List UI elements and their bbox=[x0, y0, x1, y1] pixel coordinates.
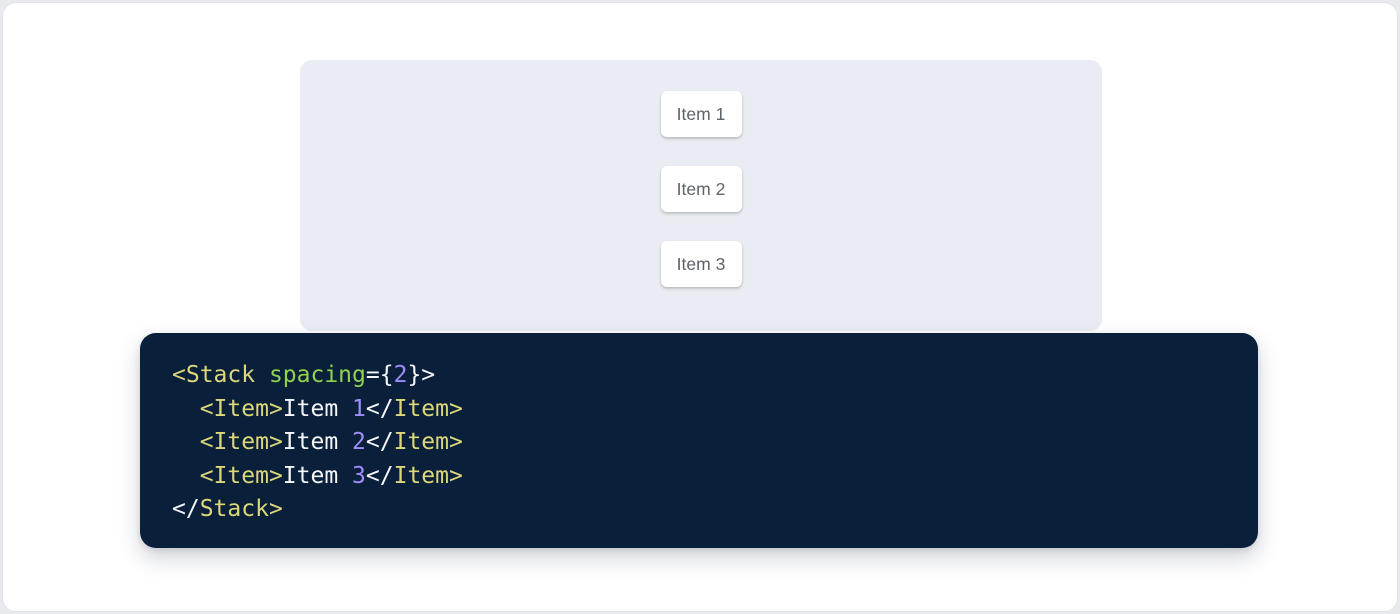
code-token bbox=[172, 396, 200, 422]
stack-item: Item 1 bbox=[660, 91, 742, 137]
code-token: <Item> bbox=[199, 462, 283, 489]
code-token: </ bbox=[365, 429, 394, 455]
demo-preview-panel: Item 1 Item 2 Item 3 bbox=[300, 60, 1102, 331]
code-token: Stack> bbox=[199, 496, 283, 522]
code-token: 1 bbox=[352, 395, 366, 422]
code-token: spacing bbox=[268, 362, 366, 388]
code-block: <Stack spacing={2}> <Item>Item 1</Item> … bbox=[140, 333, 1258, 548]
stack-item: Item 3 bbox=[660, 241, 742, 287]
code-token: <Stack bbox=[172, 362, 269, 388]
code-line: <Item>Item 2</Item> bbox=[172, 426, 1226, 460]
code-line: <Item>Item 1</Item> bbox=[172, 393, 1226, 427]
code-token: 2 bbox=[393, 362, 408, 388]
code-token: </ bbox=[365, 462, 394, 489]
code-token: <Item> bbox=[199, 429, 283, 455]
code-token: Item> bbox=[393, 462, 463, 489]
code-token: 3 bbox=[352, 462, 366, 489]
code-token: Item> bbox=[393, 395, 463, 422]
stack-container: Item 1 Item 2 Item 3 bbox=[300, 60, 1102, 287]
code-token: </ bbox=[172, 496, 200, 522]
code-token bbox=[172, 463, 200, 489]
code-token: }> bbox=[407, 362, 436, 388]
code-token: Item bbox=[282, 395, 353, 422]
stack-item: Item 2 bbox=[660, 166, 742, 212]
code-token bbox=[172, 429, 200, 455]
code-line: <Item>Item 3</Item> bbox=[172, 460, 1226, 494]
code-token: ={ bbox=[365, 362, 394, 388]
code-line: </Stack> bbox=[172, 493, 1226, 527]
code-token: Item bbox=[282, 429, 353, 455]
code-token: </ bbox=[365, 395, 394, 422]
code-token: Item bbox=[282, 462, 353, 489]
stack-item-label: Item 1 bbox=[676, 103, 726, 124]
code-token: 2 bbox=[352, 429, 366, 455]
code-content: <Stack spacing={2}> <Item>Item 1</Item> … bbox=[140, 333, 1258, 553]
code-token: <Item> bbox=[199, 395, 283, 422]
stack-item-label: Item 2 bbox=[676, 178, 726, 199]
stack-item-label: Item 3 bbox=[676, 253, 726, 274]
code-line: <Stack spacing={2}> bbox=[172, 359, 1226, 393]
code-token: Item> bbox=[393, 429, 463, 455]
